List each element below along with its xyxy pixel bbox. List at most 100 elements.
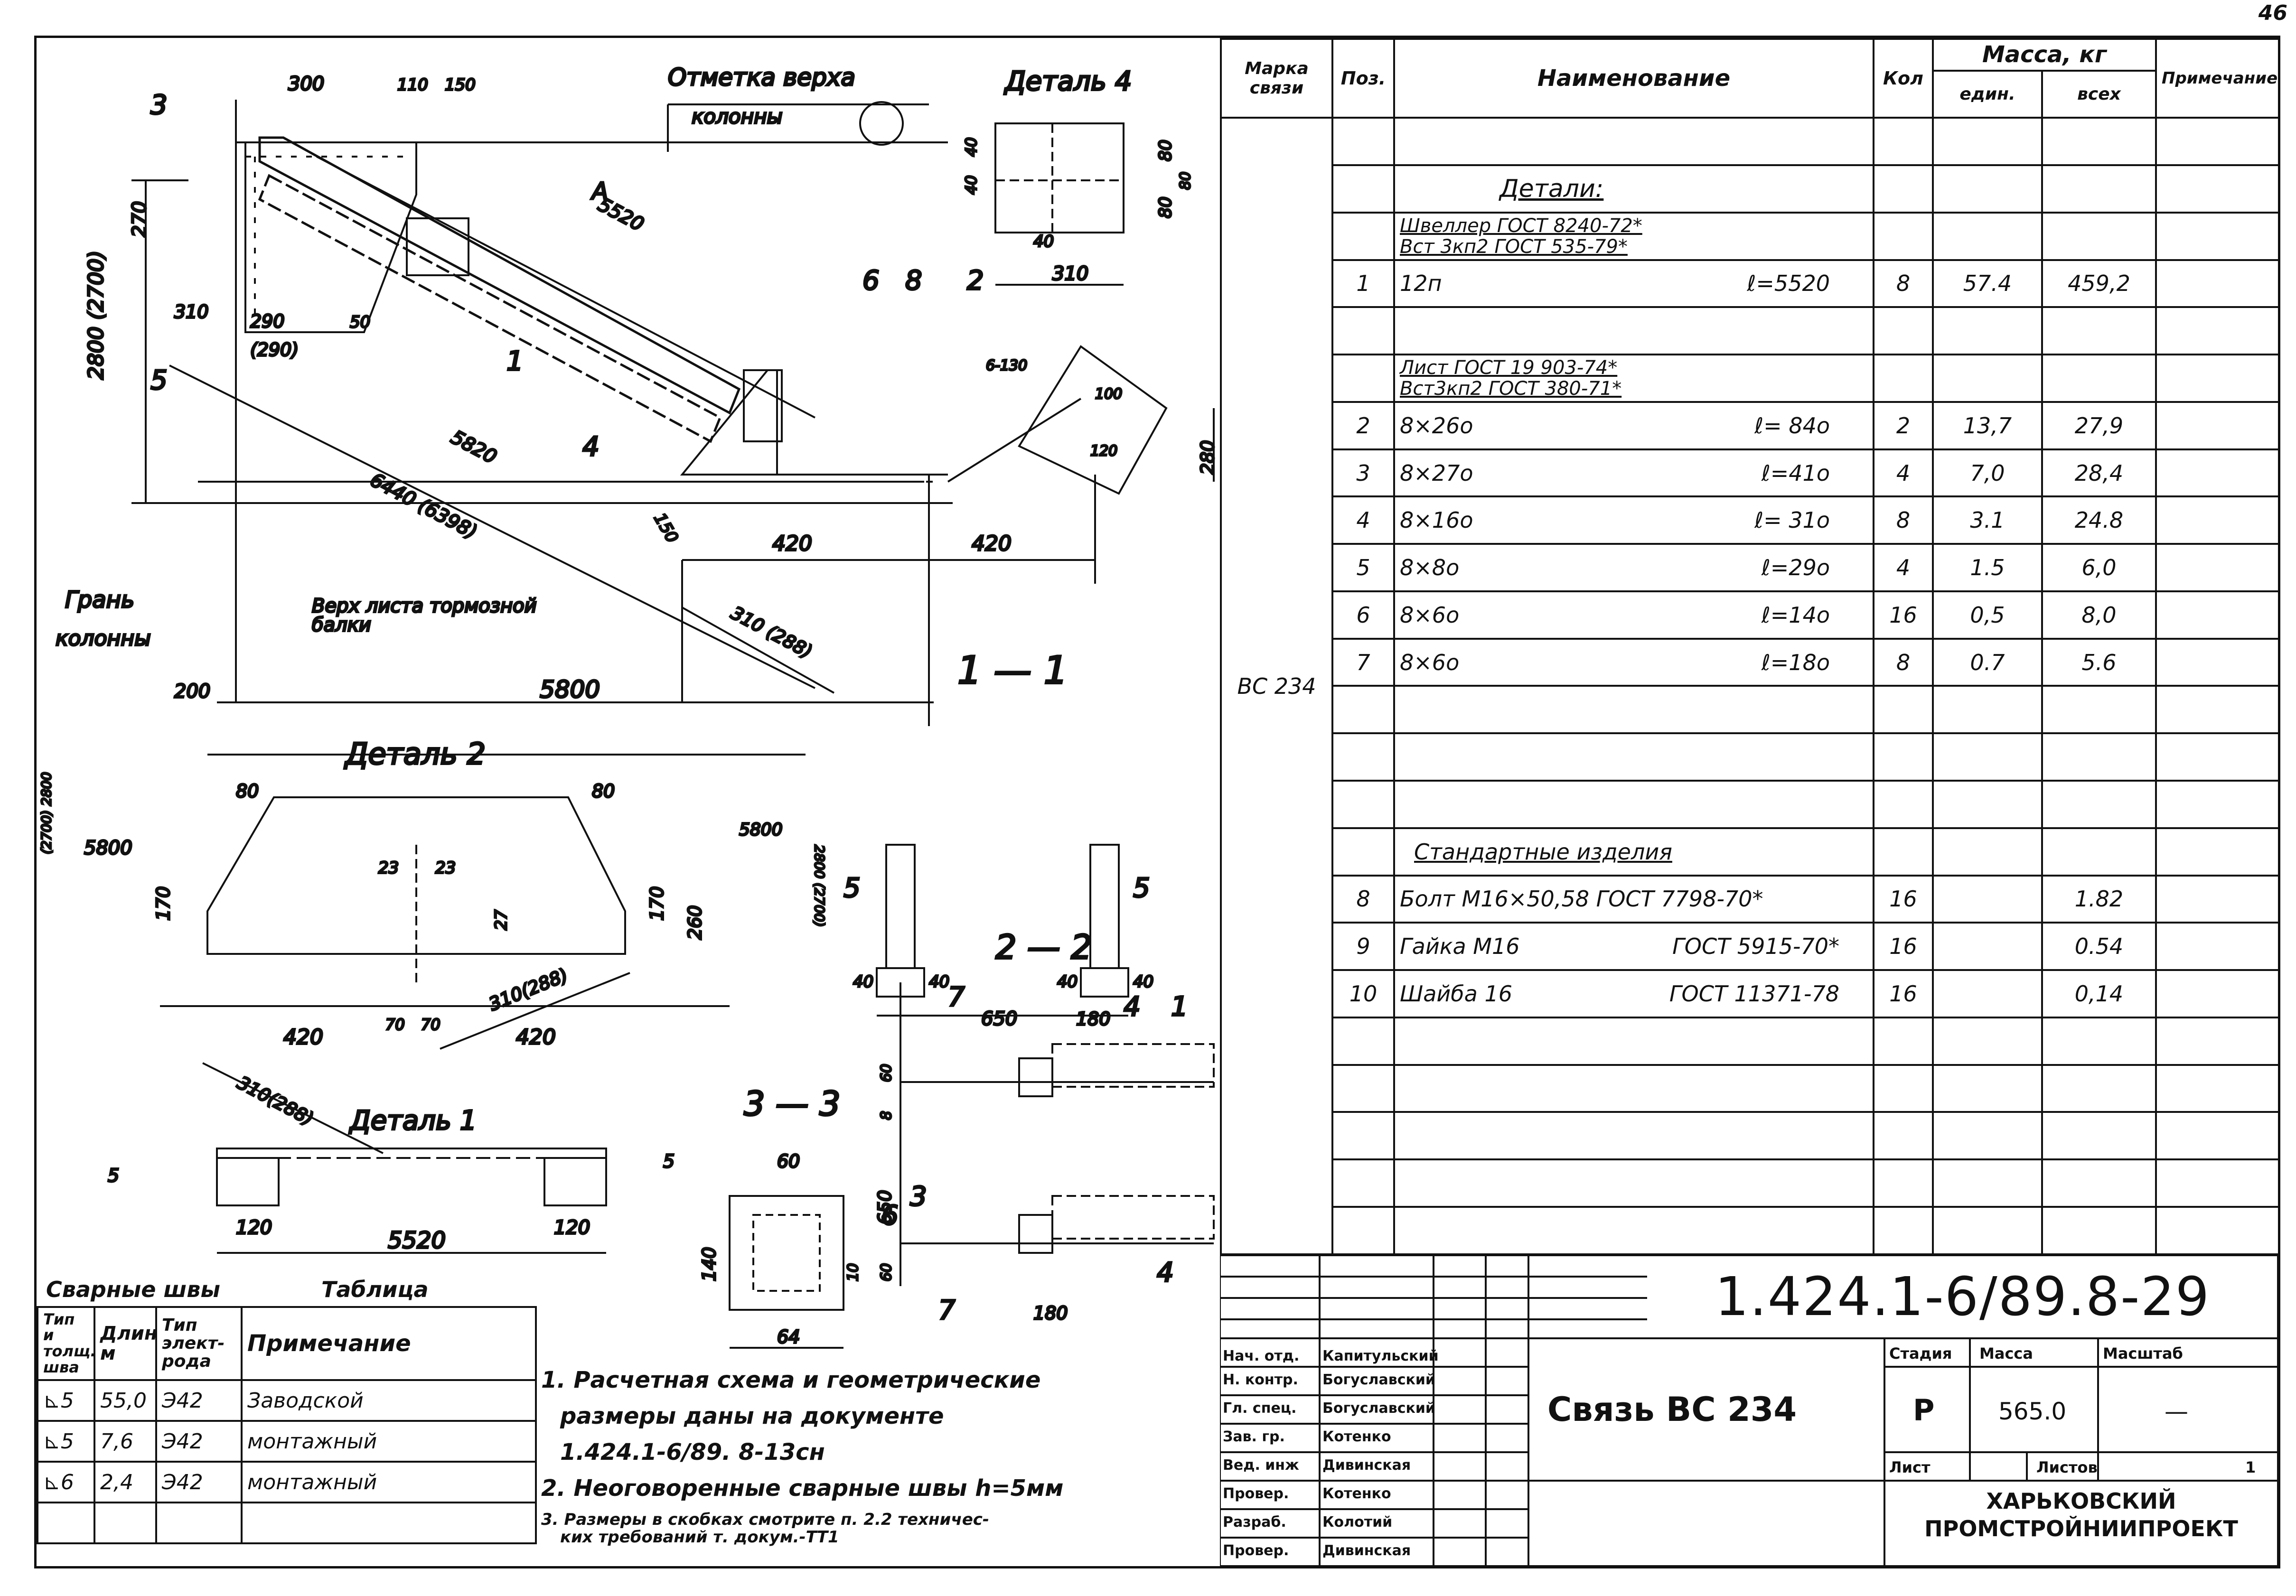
dim-label-64: 64 xyxy=(777,1326,800,1347)
upper-gusset xyxy=(244,141,417,333)
name-3: Богуславский xyxy=(1322,1400,1435,1417)
row4-pos: 4 xyxy=(1331,495,1395,545)
joint-plate xyxy=(743,369,783,442)
row4-unit: 3.1 xyxy=(1932,495,2043,545)
page-number: 46 xyxy=(2258,1,2287,25)
weld-title: Сварные швы xyxy=(46,1277,220,1302)
dim-label-300: 300 xyxy=(288,73,324,95)
dim-label-650: 650 xyxy=(981,1008,1017,1030)
row7-len: ℓ=18о xyxy=(1761,649,1830,675)
weld3-type: ⊾6 xyxy=(37,1461,95,1503)
specification-table: Марка связи Поз. Наименование Кол Масса,… xyxy=(1220,37,2280,1256)
detail2-plate xyxy=(206,796,626,955)
row10-total: 0,14 xyxy=(2041,969,2157,1018)
dim-label-170a: 170 xyxy=(153,886,174,921)
dim-label-2800: 2800 (2700) xyxy=(84,251,108,380)
dim-label-280: 280 xyxy=(1197,440,1218,475)
channel-line1: Швеллер ГОСТ 8240-72* xyxy=(1400,215,1642,237)
dim-label-2700: (2700) 2800 xyxy=(38,772,54,854)
name-7: Колотий xyxy=(1322,1514,1393,1531)
role-6: Провер. xyxy=(1223,1485,1289,1502)
detail1-end-left xyxy=(216,1157,280,1206)
dim-label-80c: 80 xyxy=(236,781,259,802)
dim-label-5820: 5820 xyxy=(447,426,500,468)
row5-pos: 5 xyxy=(1331,543,1395,592)
dim-label-8: 8 xyxy=(878,1111,895,1120)
dim-label-80a: 80 xyxy=(1156,140,1175,161)
dim-label-420b: 420 xyxy=(972,532,1012,556)
weld1-el: Э42 xyxy=(155,1379,243,1422)
dim-label-80b: 80 xyxy=(1156,196,1175,218)
dim-label-310e: 310(288) xyxy=(486,964,571,1015)
dim-label-40f: 40 xyxy=(1057,972,1078,991)
section-details: Детали: xyxy=(1393,164,1874,214)
right-branch xyxy=(1018,345,1168,495)
weld-header-el: Тип элект-рода xyxy=(155,1306,243,1381)
label-detail2: Деталь 2 xyxy=(344,737,486,771)
dim-label-130: 6-130 xyxy=(986,357,1027,374)
dim-label-180a: 180 xyxy=(1076,1008,1111,1029)
dim-label-70a: 70 xyxy=(385,1016,405,1034)
scale-header: Масштаб xyxy=(2103,1344,2183,1363)
dim-label-6440: 6440 (6398) xyxy=(366,469,480,543)
label-sec22: 2 — 2 xyxy=(995,928,1092,967)
row3-len: ℓ=41о xyxy=(1761,460,1830,486)
upper-joint-plate xyxy=(406,217,469,276)
dim-label-200: 200 xyxy=(174,681,210,702)
row7-qty: 8 xyxy=(1873,637,1934,687)
label-brake-beam2: балки xyxy=(312,614,371,636)
dim-label-23b: 23 xyxy=(435,859,456,877)
name-8: Дивинская xyxy=(1322,1542,1411,1559)
sheet-standard: Лист ГОСТ 19 903-74*Вст3кп2 ГОСТ 380-71* xyxy=(1393,354,1874,403)
top-mark-symbol xyxy=(859,101,904,146)
weld2-el: Э42 xyxy=(155,1420,243,1463)
mark-4b: 4 xyxy=(1157,1257,1174,1288)
dim-label-310d: 310(288) xyxy=(234,1072,317,1129)
weld-table-label: Таблица xyxy=(321,1277,429,1302)
sheets-header: Листов xyxy=(2036,1458,2098,1476)
row3-unit: 7,0 xyxy=(1932,448,2043,498)
dim-label-180b: 180 xyxy=(1033,1303,1068,1324)
label-brake-beam: Верх листа тормозной xyxy=(312,595,537,617)
row5-total: 6,0 xyxy=(2041,543,2157,592)
row4-len: ℓ= 31о xyxy=(1754,507,1830,533)
row7-total: 5.6 xyxy=(2041,637,2157,687)
dim-label-260: 260 xyxy=(684,905,705,940)
row9-profile: Гайка М16 xyxy=(1400,933,1520,960)
row5-len: ℓ=29о xyxy=(1761,555,1830,581)
dim-label-23a: 23 xyxy=(378,859,399,877)
name-5: Дивинская xyxy=(1322,1457,1411,1474)
drawing-frame xyxy=(34,36,2280,1568)
document-code: 1.424.1-6/89.8-29 xyxy=(1715,1266,2211,1328)
row1-pos: 1 xyxy=(1331,259,1395,308)
row9-total: 0.54 xyxy=(2041,922,2157,971)
note-1a: 1. Расчетная схема и геометрические xyxy=(541,1367,1041,1393)
dim-label-80e: 80 xyxy=(1177,172,1194,190)
role-3: Гл. спец. xyxy=(1223,1400,1297,1417)
row4-qty: 8 xyxy=(1873,495,1934,545)
dim-label-10: 10 xyxy=(845,1263,862,1281)
row8-unit xyxy=(1932,874,2043,924)
dim-label-310: 310 xyxy=(174,301,209,322)
name-2: Богуславский xyxy=(1322,1372,1435,1388)
role-5: Вед. инж xyxy=(1223,1457,1299,1474)
channel-lower xyxy=(258,174,722,443)
mark-3: 3 xyxy=(150,90,168,121)
row1-unit: 57.4 xyxy=(1932,259,2043,308)
dim-label-290b: (290) xyxy=(250,339,299,360)
row2-total: 27,9 xyxy=(2041,401,2157,450)
role-2: Н. контр. xyxy=(1223,1372,1298,1388)
dim-310 xyxy=(682,607,834,694)
row10-unit xyxy=(1932,969,2043,1018)
notes-block: 1. Расчетная схема и геометрические разм… xyxy=(541,1367,1215,1556)
note-3b: ких требований т. докум.-ТТ1 xyxy=(560,1528,839,1547)
dim-label-5b: 5 xyxy=(663,1151,675,1172)
